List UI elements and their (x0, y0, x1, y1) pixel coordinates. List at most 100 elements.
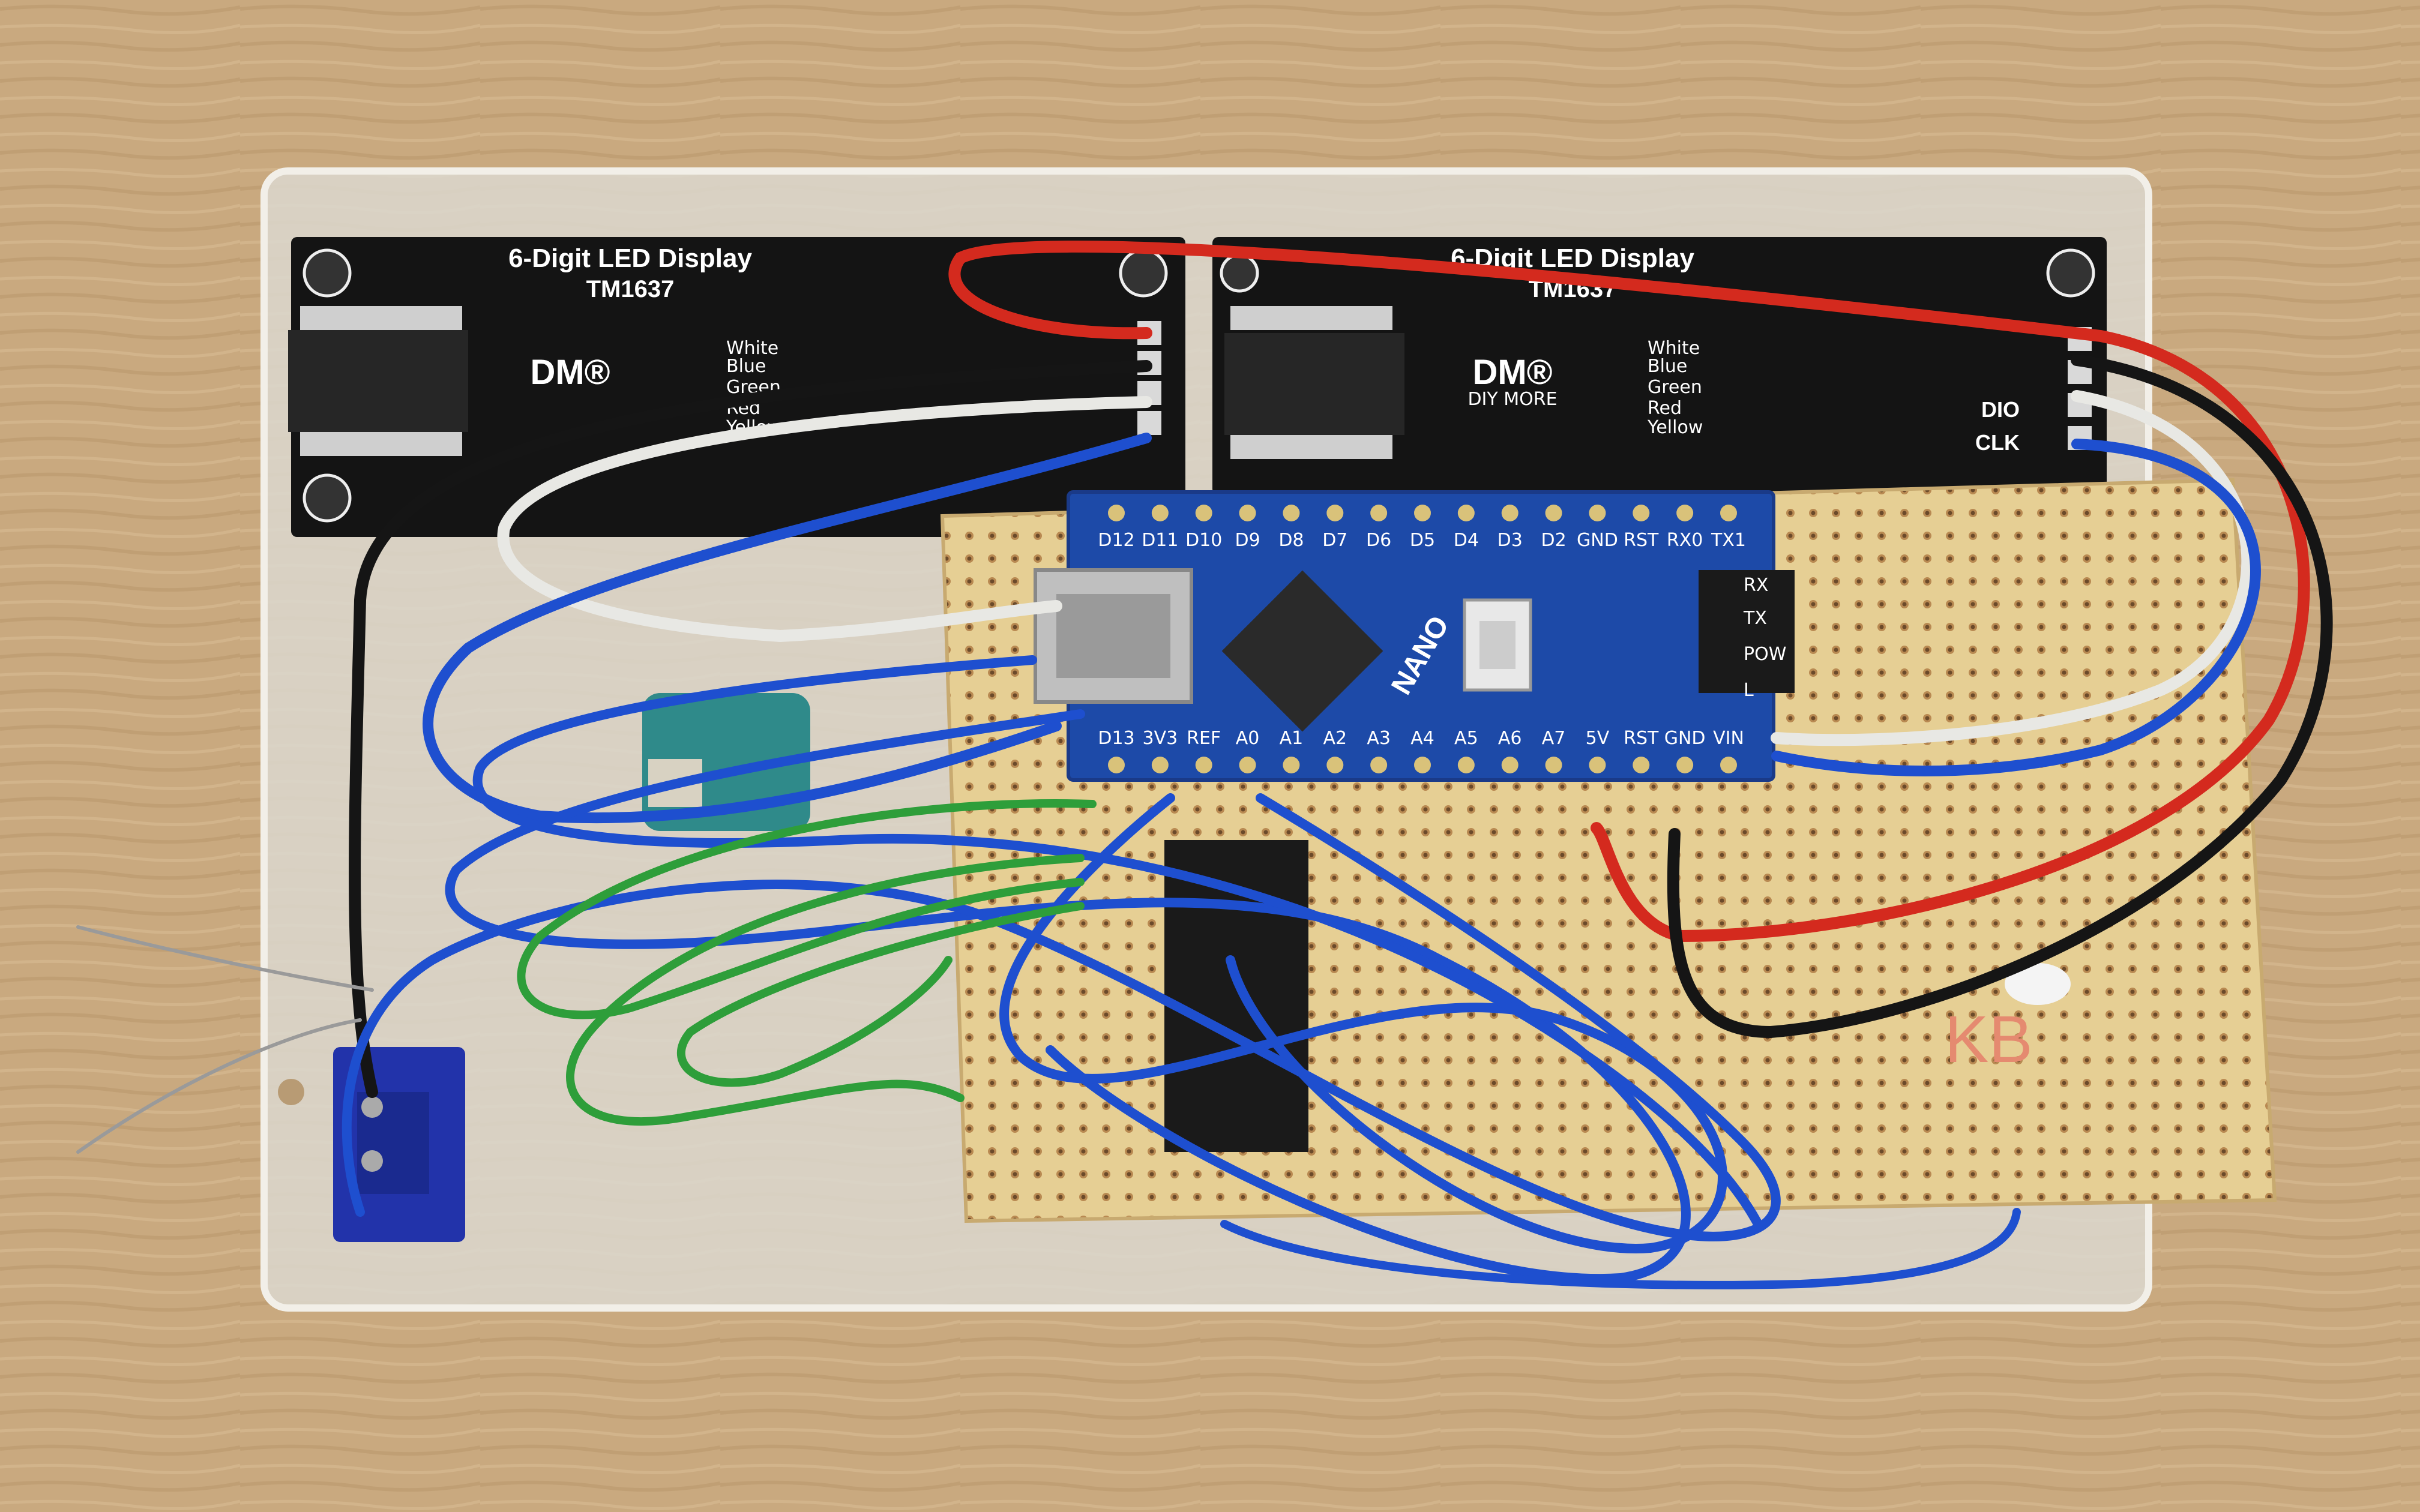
blue-wire-loop-2 (999, 793, 1727, 1253)
display-right-color-2: Blue (1648, 356, 1687, 377)
arduino-top-pin-label: D2 (1541, 530, 1566, 551)
arduino-top-pin-hole (1633, 505, 1650, 521)
arduino-bottom-pin-label: A0 (1236, 728, 1260, 749)
arduino-bottom-pin-hole (1457, 757, 1475, 773)
board-mark: KB (1945, 1003, 2033, 1076)
display-left-color-2: Blue (726, 356, 766, 377)
arduino-bottom-pin-hole (1151, 757, 1169, 773)
blue-toggle-switch (333, 1047, 465, 1242)
arduino-bottom-pin-hole (1501, 757, 1519, 773)
led-label-rx: RX (1744, 575, 1768, 596)
hookup-leg-left (76, 925, 374, 1154)
blue-wire-loop-4 (472, 655, 1763, 1229)
arduino-top-pin-label: GND (1577, 530, 1618, 551)
arduino-top-pin-hole (1151, 505, 1169, 521)
display-right-color-3: Green (1648, 377, 1702, 398)
clear-led (2005, 963, 2071, 1005)
arduino-bottom-pin-hole (1108, 757, 1125, 773)
arduino-top-pin-label: D10 (1185, 530, 1222, 551)
arduino-top-pin-hole (1283, 505, 1300, 521)
arduino-bottom-pin-hole (1676, 757, 1694, 773)
arduino-bottom-pin-label: RST (1624, 728, 1659, 749)
arduino-top-pin-hole (1414, 505, 1431, 521)
green-wire-2 (566, 854, 1085, 1126)
tm1637-chip-left (288, 330, 468, 432)
arduino-top-pin-hole (1720, 505, 1737, 521)
arduino-top-pin-label: D5 (1410, 530, 1435, 551)
arduino-bottom-pin-label: VIN (1713, 728, 1744, 749)
arduino-top-pin-hole (1545, 505, 1562, 521)
arduino-bottom-pin-hole (1545, 757, 1562, 773)
white-wire (497, 390, 2254, 746)
display-left-title: 6-Digit LED Display (508, 244, 752, 273)
red-wire (948, 240, 2310, 943)
arduino-bottom-pin-hole (1720, 757, 1737, 773)
arduino-top-pin-label: D11 (1142, 530, 1178, 551)
arduino-top-pin-label: D12 (1098, 530, 1134, 551)
arduino-bottom-pin-label: D13 (1098, 728, 1134, 749)
arduino-top-pin-label: TX1 (1711, 530, 1746, 551)
display-left-logo: DM® (531, 353, 610, 392)
arduino-bottom-pin-label: A2 (1323, 728, 1347, 749)
arduino-bottom-pin-label: A6 (1498, 728, 1522, 749)
arduino-top-pin-hole (1676, 505, 1694, 521)
arduino-top-pin-label: D8 (1278, 530, 1304, 551)
green-wire-3 (676, 902, 1085, 1087)
arduino-bottom-pin-label: 5V (1586, 728, 1610, 749)
icsp-header (1699, 570, 1795, 693)
wires (76, 240, 2333, 1289)
display-right-clk-label: CLK (1975, 430, 2020, 455)
arduino-top-pin-label: D9 (1235, 530, 1260, 551)
arduino-top-pin-hole (1370, 505, 1388, 521)
arduino-top-pin-hole (1108, 505, 1125, 521)
arduino-bottom-pin-label: A3 (1367, 728, 1391, 749)
arduino-top-pin-label: RST (1624, 530, 1659, 551)
arduino-top-pin-label: D4 (1454, 530, 1479, 551)
display-left-chip-label: TM1637 (586, 276, 675, 302)
arduino-bottom-pin-label: A5 (1454, 728, 1478, 749)
arduino-top-pin-labels: D12 D11 D10 D9 D8 D7 D6 D5 D4 D3 D2 GND RST RX0 TX1 (1098, 505, 1746, 551)
led-label-tx: TX (1743, 608, 1767, 629)
led-label-l: L (1744, 680, 1754, 701)
arduino-bottom-pin-hole (1195, 757, 1212, 773)
blue-wire-bottom (1220, 1208, 2021, 1289)
arduino-bottom-pin-hole (1414, 757, 1431, 773)
led-label-pow: POW (1744, 644, 1786, 665)
arduino-top-pin-label: D7 (1322, 530, 1347, 551)
arduino-bottom-pin-hole (1589, 757, 1606, 773)
blue-wire-loop-3 (342, 793, 1781, 1241)
atmega-chip (1221, 570, 1383, 732)
arduino-bottom-pin-label: A7 (1542, 728, 1566, 749)
arduino-top-pin-hole (1457, 505, 1475, 521)
arduino-bottom-pin-label: A4 (1410, 728, 1434, 749)
arduino-top-pin-label: RX0 (1667, 530, 1703, 551)
arduino-top-pin-hole (1239, 505, 1256, 521)
tm1637-chip-right (1224, 333, 1404, 435)
arduino-top-pin-label: D6 (1366, 530, 1391, 551)
arduino-top-pin-hole (1195, 505, 1212, 521)
arduino-bottom-pin-hole (1326, 757, 1344, 773)
arduino-top-pin-hole (1501, 505, 1519, 521)
arduino-bottom-pin-label: 3V3 (1143, 728, 1178, 749)
black-wire (349, 354, 2333, 1098)
led-display-left: 6-Digit LED Display TM1637 DM® White Blu… (288, 237, 1185, 537)
arduino-top-pin-hole (1589, 505, 1606, 521)
arduino-bottom-pin-hole (1239, 757, 1256, 773)
arduino-bottom-pin-hole (1633, 757, 1650, 773)
display-right-color-4: Red (1648, 398, 1682, 419)
arduino-bottom-pin-hole (1370, 757, 1388, 773)
green-wire-1 (517, 799, 1097, 1019)
arduino-bottom-pin-label: REF (1187, 728, 1221, 749)
arduino-bottom-pin-hole (1283, 757, 1300, 773)
display-left-color-1: White (726, 338, 778, 359)
blue-wire-clk (423, 433, 2261, 824)
arduino-bottom-pin-label: A1 (1280, 728, 1304, 749)
arduino-bottom-pin-label: GND (1664, 728, 1706, 749)
display-right-color-5: Yellow (1647, 417, 1703, 438)
led-display-right: 6-Digit LED Display TM1637 DM® DIY MORE … (1212, 237, 2107, 495)
arduino-top-pin-label: D3 (1497, 530, 1523, 551)
display-right-logo: DM® (1473, 353, 1553, 392)
display-right-dio-label: DIO (1981, 397, 2020, 422)
